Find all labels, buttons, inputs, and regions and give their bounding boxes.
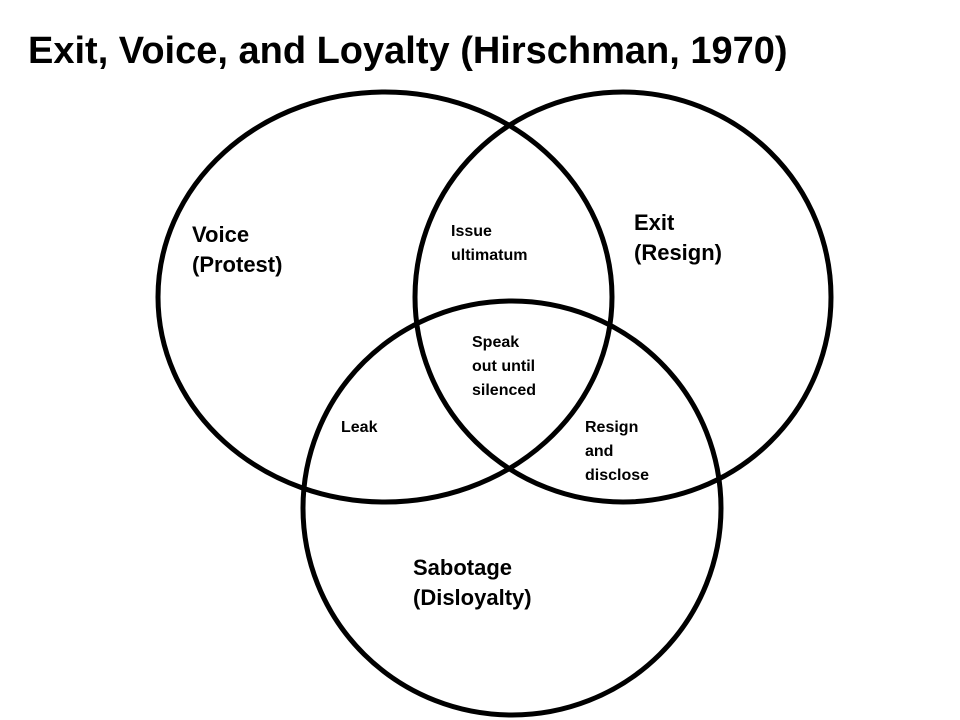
voice-label: Voice (Protest) xyxy=(192,220,282,280)
sabotage-circle xyxy=(300,298,724,718)
speak-out-label-line3: silenced xyxy=(472,382,537,399)
ultimatum-label: Issue ultimatum xyxy=(451,220,527,268)
exit-label: Exit (Resign) xyxy=(634,208,722,268)
sabotage-label-line2: (Disloyalty) xyxy=(413,585,532,610)
sabotage-label-line1: Sabotage xyxy=(413,555,513,580)
ultimatum-label-line1: Issue xyxy=(451,223,492,240)
resign-disclose-label-line1: Resign xyxy=(585,419,639,436)
sabotage-label: Sabotage (Disloyalty) xyxy=(413,553,532,613)
voice-label-line1: Voice xyxy=(192,222,250,247)
leak-label: Leak xyxy=(341,416,377,440)
leak-label-line1: Leak xyxy=(341,419,378,436)
voice-label-line2: (Protest) xyxy=(192,252,283,277)
resign-disclose-label: Resign and disclose xyxy=(585,416,649,488)
exit-circle xyxy=(412,89,834,505)
resign-disclose-label-line2: and xyxy=(585,443,614,460)
speak-out-label: Speak out until silenced xyxy=(472,331,536,403)
voice-circle xyxy=(155,89,615,505)
exit-label-line2: (Resign) xyxy=(634,240,722,265)
exit-label-line1: Exit xyxy=(634,210,675,235)
ultimatum-label-line2: ultimatum xyxy=(451,247,528,264)
speak-out-label-line2: out until xyxy=(472,358,536,375)
diagram-title: Exit, Voice, and Loyalty (Hirschman, 197… xyxy=(28,30,788,72)
resign-disclose-label-line3: disclose xyxy=(585,467,650,484)
speak-out-label-line1: Speak xyxy=(472,334,520,351)
